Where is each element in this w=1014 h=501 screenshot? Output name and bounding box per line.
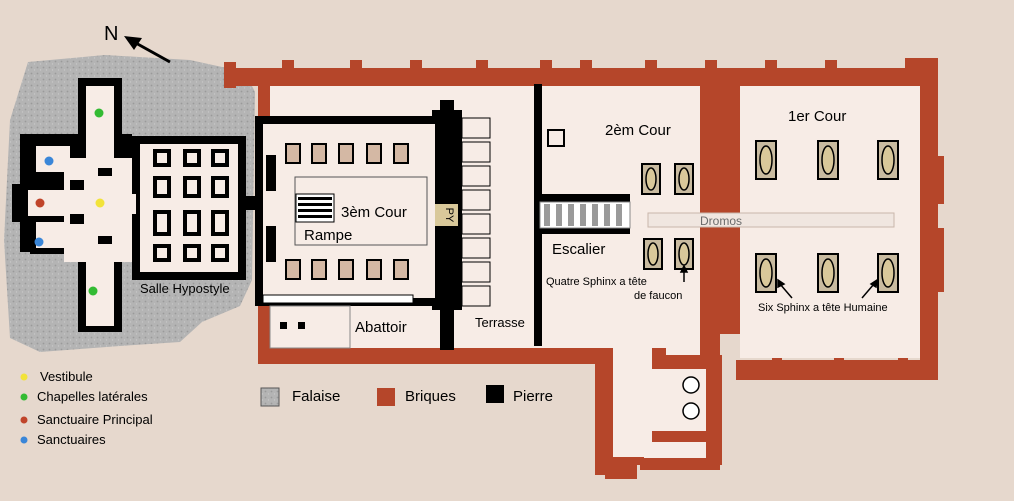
vestibule-dot: [95, 198, 105, 208]
sphinx-marker: [877, 253, 899, 293]
chapel-dot: [88, 286, 98, 296]
sphinx-marker: [674, 238, 694, 270]
chapel-dot: [94, 108, 104, 118]
third-court-pillars: [285, 143, 409, 280]
legend-item-sanctuaries: Sanctuaires: [20, 432, 106, 447]
sphinx-marker: [674, 163, 694, 195]
svg-text:Vestibule: Vestibule: [40, 369, 93, 384]
material-legend: Falaise Briques Pierre: [260, 385, 553, 407]
sphinx-marker: [817, 253, 839, 293]
sanctuary-complex: [12, 78, 136, 332]
dot-legend: Vestibule Chapelles latérales Sanctuaire…: [20, 369, 153, 447]
svg-text:Chapelles latérales: Chapelles latérales: [37, 389, 148, 404]
falcon-sphinx-label-line1: Quatre Sphinx a tête: [546, 276, 647, 288]
terrace-label: Terrasse: [475, 315, 525, 330]
abattoir-label: Abattoir: [355, 319, 407, 336]
legend-item-vestibule: Vestibule: [20, 369, 93, 384]
red-dot-icon: [20, 416, 28, 424]
north-arrow-icon: [124, 36, 171, 64]
legend-item-cliff: Falaise: [260, 387, 340, 407]
staircase-label: Escalier: [552, 241, 605, 258]
dromos-label: Dromos: [700, 214, 742, 228]
hypostyle-label: Salle Hypostyle: [140, 281, 230, 296]
sphinx-marker: [643, 238, 663, 270]
blue-dot-icon: [20, 436, 28, 444]
human-sphinx-label: Six Sphinx a tête Humaine: [758, 302, 888, 314]
stone-block: [266, 226, 276, 262]
court2-label: 2èm Cour: [605, 122, 671, 139]
brick-swatch-icon: [377, 388, 395, 406]
yellow-dot-icon: [20, 373, 28, 381]
legend-item-chapels: Chapelles latérales: [20, 389, 148, 404]
principal-sanctuary-dot: [35, 198, 45, 208]
third-court-inner: [294, 176, 428, 246]
sphinx-marker: [755, 140, 777, 180]
svg-text:Sanctuaire Principal: Sanctuaire Principal: [37, 412, 153, 427]
svg-text:Falaise: Falaise: [292, 388, 340, 405]
annex-column: [682, 376, 700, 394]
svg-text:Briques: Briques: [405, 388, 456, 405]
falcon-sphinx-group: [641, 163, 694, 270]
stone-block: [266, 155, 276, 191]
green-dot-icon: [20, 393, 28, 401]
falcon-sphinx-label-line2: de faucon: [634, 290, 682, 302]
black-swatch-icon: [486, 385, 504, 403]
annex-column: [682, 402, 700, 420]
portico-bar: [262, 294, 414, 304]
svg-text:Pierre: Pierre: [513, 388, 553, 405]
second-court-walls: [534, 84, 630, 346]
abattoir: [269, 305, 351, 349]
dromos-path: [647, 212, 895, 228]
sphinx-marker: [817, 140, 839, 180]
sphinx-marker: [877, 140, 899, 180]
terrace-cells: [461, 117, 491, 307]
svg-text:Sanctuaires: Sanctuaires: [37, 432, 106, 447]
pylon-door: [434, 204, 458, 226]
ramp-label: Rampe: [304, 227, 352, 244]
compass-label: N: [104, 23, 118, 45]
sanctuary-dot: [34, 237, 44, 247]
human-sphinx-group: [755, 140, 899, 293]
legend-item-principal-sanctuary: Sanctuaire Principal: [20, 412, 153, 427]
court3-label: 3èm Cour: [341, 204, 407, 221]
gray-swatch-icon: [260, 387, 280, 407]
staircase: [539, 201, 631, 229]
legend-item-stone: Pierre: [486, 385, 553, 405]
hypostyle-column-cores: [157, 153, 225, 258]
pylon-label: PY: [443, 208, 455, 223]
annotation-arrows: [679, 264, 878, 299]
sanctuary-dot: [44, 156, 54, 166]
ramp: [295, 193, 335, 223]
court1-label: 1er Cour: [788, 108, 846, 125]
small-altar: [547, 129, 565, 147]
sphinx-marker: [755, 253, 777, 293]
legend-item-brick: Briques: [377, 388, 456, 406]
sphinx-marker: [641, 163, 661, 195]
